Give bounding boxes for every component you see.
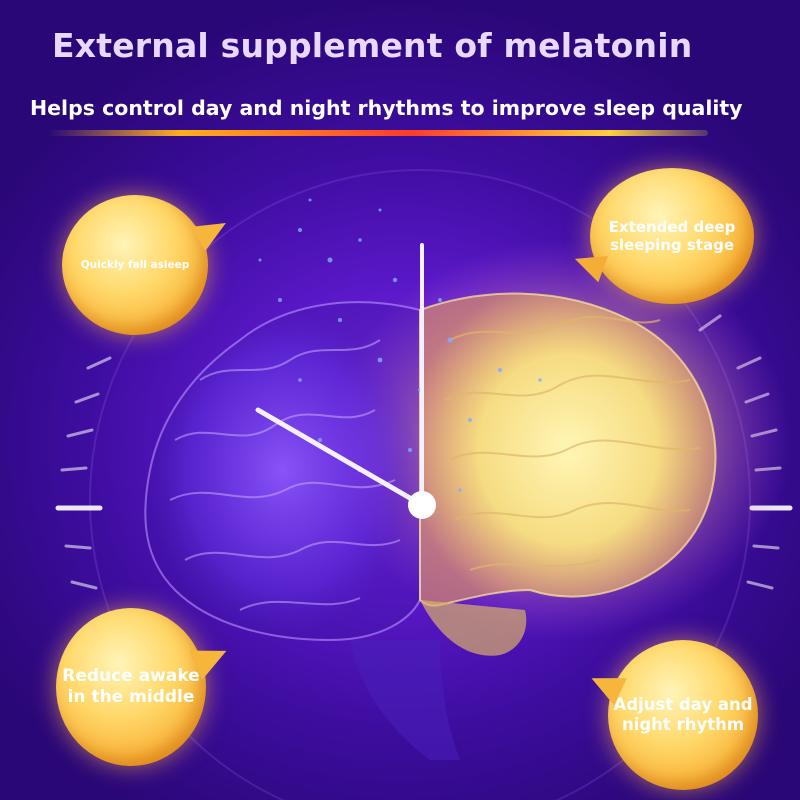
benefit-label: Reduce awake in the middle: [62, 666, 200, 707]
benefit-bubble-deep-sleep: Extended deep sleeping stage: [570, 168, 754, 304]
brain-illustration: [144, 292, 717, 760]
benefit-label: Adjust day and night rhythm: [613, 695, 753, 734]
benefit-bubble-reduce-awake: Reduce awake in the middle: [56, 608, 234, 766]
benefit-bubble-fall-asleep: Quickly fall asleep: [62, 195, 233, 335]
benefit-label: Extended deep sleeping stage: [608, 218, 736, 254]
benefit-label: Quickly fall asleep: [80, 259, 190, 271]
subheadline: Helps control day and night rhythms to i…: [30, 96, 743, 120]
subheadline-underline: [48, 130, 708, 136]
benefit-bubble-rhythm: Adjust day and night rhythm: [585, 640, 758, 790]
clock-hands: [255, 243, 436, 519]
headline: External supplement of melatonin: [52, 26, 693, 65]
